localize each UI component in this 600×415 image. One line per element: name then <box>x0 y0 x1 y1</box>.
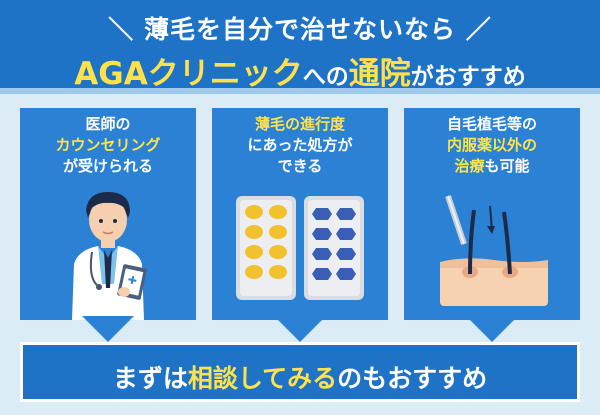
card-prescription: 薄毛の進行度 にあった処方が できる <box>212 108 388 320</box>
doctor-illustration-icon <box>72 192 147 320</box>
bottom-banner-text: まずは相談してみるのもおすすめ <box>23 359 577 395</box>
card-counseling-line1: 医師の <box>85 115 131 133</box>
card-treatment-line1: 自毛植毛等の <box>446 115 537 133</box>
header-divider <box>0 88 600 94</box>
card-treatment-highlight2: 治療 <box>454 157 485 175</box>
card-treatment-line3-rest: も可能 <box>484 157 530 175</box>
header-banner <box>0 0 600 90</box>
headline-osusume: がおすすめ <box>410 64 526 90</box>
down-arrow-icon <box>466 316 518 342</box>
card-treatment-line3: 治療も可能 <box>404 156 580 177</box>
headline-aga-clinic: AGAクリニック <box>74 56 303 92</box>
card-prescription-line2: にあった処方が <box>247 136 353 154</box>
bottom-banner: まずは相談してみるのもおすすめ <box>20 342 580 402</box>
headline-main: AGAクリニックへの通院がおすすめ <box>0 48 600 93</box>
hair-transplant-icon <box>440 195 548 306</box>
medicine-pack-icon <box>236 196 364 300</box>
card-counseling: 医師の カウンセリング が受けられる <box>20 108 196 320</box>
bottom-highlight: 相談してみる <box>187 364 338 393</box>
card-counseling-line3: が受けられる <box>62 157 153 175</box>
card-counseling-highlight: カウンセリング <box>55 136 161 154</box>
card-prescription-text: 薄毛の進行度 にあった処方が できる <box>212 114 388 177</box>
down-arrow-icon <box>82 316 134 342</box>
card-counseling-text: 医師の カウンセリング が受けられる <box>20 114 196 177</box>
card-prescription-highlight: 薄毛の進行度 <box>254 115 345 133</box>
card-treatment: 自毛植毛等の 内服薬以外の 治療も可能 <box>404 108 580 320</box>
headline-top: ＼ 薄毛を自分で治せないなら ／ <box>108 15 492 44</box>
down-arrow-icon <box>274 316 326 342</box>
card-treatment-highlight: 内服薬以外の <box>446 136 537 154</box>
card-treatment-text: 自毛植毛等の 内服薬以外の 治療も可能 <box>404 114 580 177</box>
headline-he: への <box>302 64 349 90</box>
bottom-part2: のもおすすめ <box>337 364 488 393</box>
headline-tsuin: 通院 <box>348 56 411 92</box>
bottom-part1: まずは <box>112 364 188 393</box>
card-prescription-line3: できる <box>277 157 323 175</box>
